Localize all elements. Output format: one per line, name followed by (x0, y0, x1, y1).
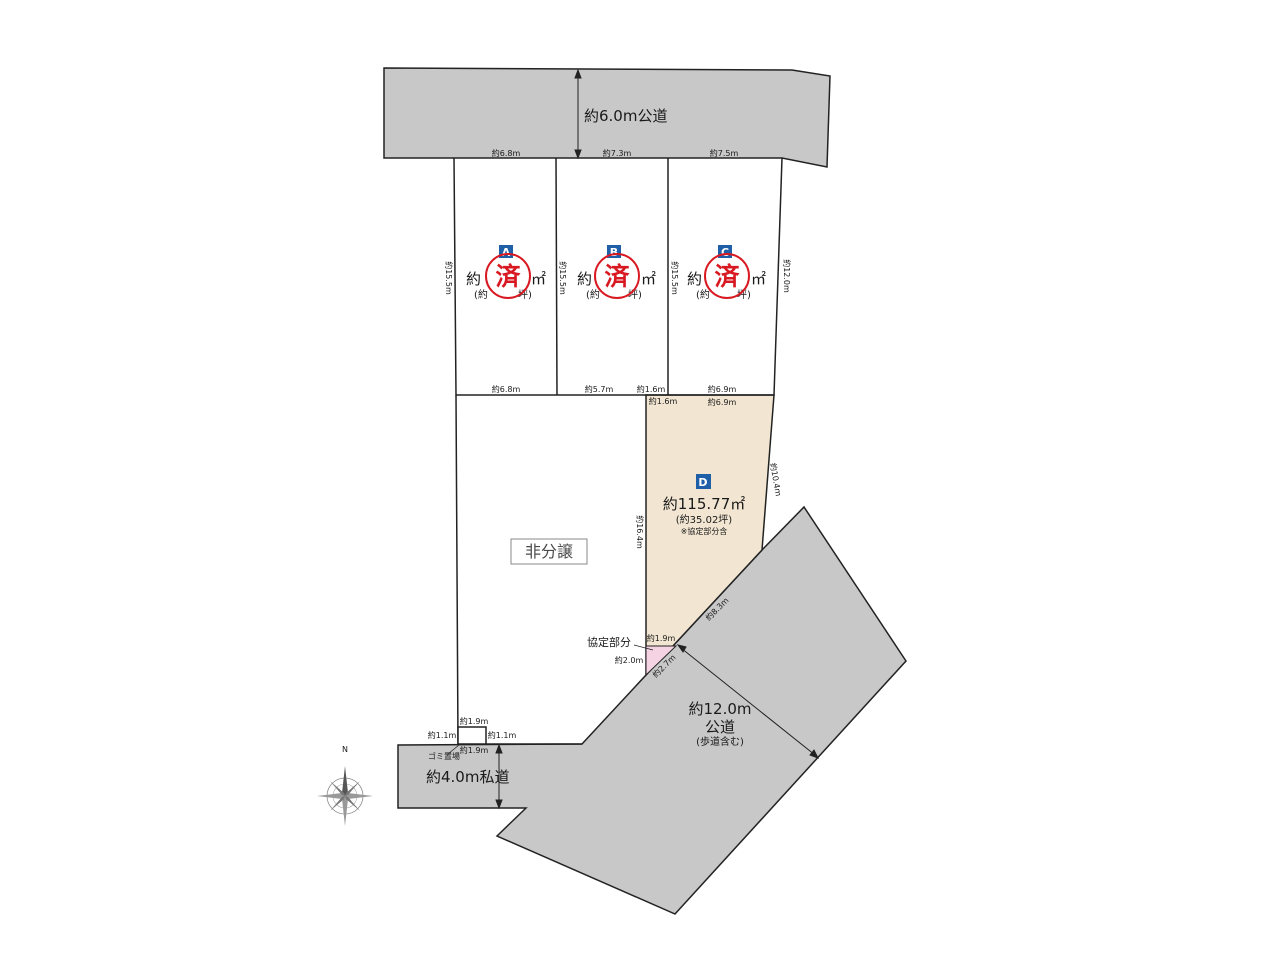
lot-a-tsubo-open: (約 (474, 288, 488, 301)
southeast-road-label-type: 公道 (705, 718, 735, 736)
lot-a-letter: A (502, 246, 511, 259)
kyotei-label: 協定部分 (587, 635, 631, 649)
dim-bottom-b: 約5.7m (585, 384, 614, 394)
lot-b[interactable]: B 約 ㎡ (約 坪) 済 (577, 245, 656, 301)
dim-left-a: 約15.5m (444, 261, 454, 295)
lot-a-area-suffix: ㎡ (531, 270, 546, 288)
southeast-road-label-note: (歩道含む) (696, 735, 744, 748)
lot-b-tsubo-open: (約 (586, 288, 600, 301)
north-road-label: 約6.0m公道 (584, 107, 667, 125)
north-road-width-arrow (574, 68, 582, 160)
dim-bottom-b2: 約1.6m (637, 384, 666, 394)
dim-gomi-bottom: 約1.9m (460, 745, 489, 755)
garbage-area (457, 726, 487, 745)
dim-top-c: 約7.5m (710, 148, 739, 158)
lot-d-letter: D (698, 476, 707, 489)
north-road (383, 67, 831, 168)
dim-bottom-a: 約6.8m (492, 384, 521, 394)
lot-a-area-prefix: 約 (466, 270, 481, 288)
lot-c[interactable]: C 約 ㎡ (約 坪) 済 (687, 245, 766, 301)
gomi-label: ゴミ置場 (428, 751, 460, 761)
dim-gomi-right: 約1.1m (488, 730, 517, 740)
lot-c-tsubo-close: 坪) (737, 288, 751, 301)
dim-d-right: 約10.4m (768, 462, 784, 497)
lot-divider-ab (555, 157, 558, 396)
dim-gomi-top: 約1.9m (460, 716, 489, 726)
lot-c-area-prefix: 約 (687, 270, 702, 288)
dim-top-a: 約6.8m (492, 148, 521, 158)
dim-d-left: 約16.4m (635, 515, 645, 549)
dim-left-c: 約15.5m (670, 261, 680, 295)
non-sale-outline (455, 394, 582, 745)
gomi-leader (447, 744, 460, 755)
dim-top-b: 約7.3m (603, 148, 632, 158)
private-road-label: 約4.0m私道 (426, 768, 509, 786)
dim-kyotei-left: 約2.0m (615, 655, 644, 665)
kyotei-leader (633, 644, 654, 651)
lot-d-area: 約115.77㎡ (663, 495, 746, 513)
lot-a-sold-stamp (485, 253, 531, 299)
lot-d-tsubo: (約35.02坪) (676, 513, 733, 526)
private-road-width-arrow (495, 743, 503, 810)
lot-c-tsubo-open: (約 (696, 288, 710, 301)
lot-c-sold-stamp (704, 253, 750, 299)
kyotei-area (645, 645, 678, 677)
dim-d-top-right: 約6.9m (708, 397, 737, 407)
lot-b-area-prefix: 約 (577, 270, 592, 288)
dim-left-b: 約15.5m (558, 261, 568, 295)
lot-a[interactable]: A 約 ㎡ (約 坪) 済 (466, 245, 546, 301)
compass-icon: N (317, 745, 373, 826)
non-sale-label: 非分譲 (525, 542, 573, 561)
southeast-road-label-width: 約12.0m (688, 700, 751, 718)
lots-abc-outline (453, 157, 783, 396)
lot-d-marker (696, 474, 711, 489)
non-sale-badge: 非分譲 (510, 538, 588, 565)
lot-b-sold-text: 済 (604, 262, 630, 291)
lot-b-area-suffix: ㎡ (641, 270, 656, 288)
dim-kyotei-top: 約1.9m (647, 633, 676, 643)
lot-c-area-suffix: ㎡ (751, 270, 766, 288)
lot-b-letter: B (610, 246, 618, 259)
dim-d-top-left: 約1.6m (649, 396, 678, 406)
lot-c-sold-text: 済 (714, 262, 740, 291)
dim-bottom-c: 約6.9m (708, 384, 737, 394)
lot-d-note: ※協定部分含 (681, 526, 728, 536)
compass-north-label: N (342, 745, 348, 754)
lot-d[interactable]: D 約115.77㎡ (約35.02坪) ※協定部分含 (663, 474, 746, 536)
lot-a-tsubo-close: 坪) (518, 288, 532, 301)
lot-b-sold-stamp (594, 253, 640, 299)
dim-gomi-left: 約1.1m (428, 730, 457, 740)
dim-right-c: 約12.0m (782, 259, 792, 293)
southeast-road-width-arrow (676, 644, 820, 759)
lot-a-sold-text: 済 (495, 262, 521, 291)
lot-c-letter: C (721, 246, 729, 259)
